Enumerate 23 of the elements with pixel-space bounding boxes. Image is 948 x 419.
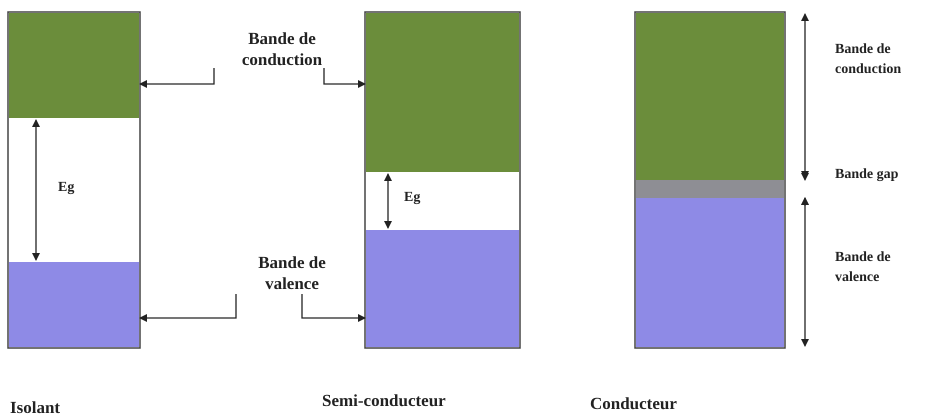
- material-label: Semi-conducteur: [322, 390, 447, 412]
- conduction-band: [366, 13, 519, 172]
- valence-band: [636, 198, 784, 347]
- leader-arrow: [139, 68, 215, 88]
- leader-arrow: [139, 294, 237, 322]
- gap-arrow: [384, 173, 392, 229]
- valence-band: [9, 262, 139, 347]
- band-label: Bande de valence: [835, 249, 892, 287]
- gap-band: [636, 180, 784, 198]
- valence-band: [366, 230, 519, 347]
- band-label: Bande de valence: [232, 252, 352, 294]
- band-label: Bande de conduction: [835, 41, 902, 79]
- material-label: Isolant: [10, 397, 62, 419]
- leader-arrow: [323, 68, 366, 88]
- edge-label: Eg: [404, 190, 420, 206]
- conduction-band: [636, 13, 784, 180]
- band-label: Bande de conduction: [212, 28, 352, 70]
- edge-label: Eg: [58, 180, 74, 196]
- leader-arrow: [301, 294, 366, 322]
- material-label: Conducteur: [590, 393, 678, 415]
- conduction-band: [9, 13, 139, 118]
- band-label: Bande gap: [835, 166, 900, 184]
- gap-arrow: [32, 119, 40, 261]
